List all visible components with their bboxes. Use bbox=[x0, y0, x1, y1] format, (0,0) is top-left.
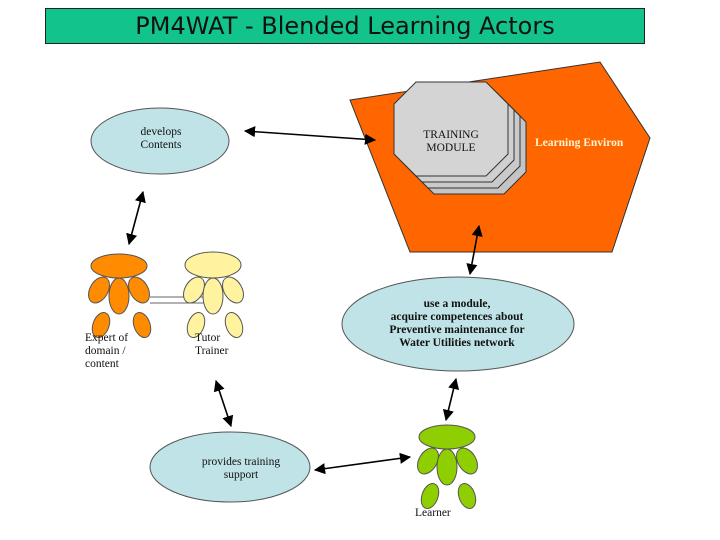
learning-environment-label: Learning Environ bbox=[535, 137, 624, 149]
arrow-develops-to-module bbox=[243, 126, 377, 145]
develops-contents-bubble bbox=[90, 107, 230, 175]
expert-line2: domain / bbox=[85, 345, 126, 357]
tutor-label: Tutor Trainer bbox=[195, 332, 255, 358]
provides-line2: support bbox=[223, 469, 259, 481]
expert-line3: content bbox=[85, 358, 119, 370]
arrow-develops-to-expert bbox=[126, 190, 146, 246]
use-module-label: use a module, acquire competences about … bbox=[364, 298, 550, 350]
provides-support-bubble bbox=[149, 431, 311, 503]
use-module-line3: Preventive maintenance for bbox=[389, 324, 525, 336]
learner-figure-icon bbox=[417, 424, 478, 510]
use-module-line4: Water Utilities network bbox=[399, 337, 515, 349]
tutor-line2: Trainer bbox=[195, 345, 229, 357]
arrow-tutor-to-provides bbox=[213, 379, 234, 428]
arrow-use-to-learner bbox=[442, 377, 460, 422]
arrow-module-to-use bbox=[466, 224, 483, 276]
use-module-line2: acquire competences about bbox=[390, 311, 524, 323]
expert-label: Expert of domain / content bbox=[85, 332, 155, 371]
expert-line1: Expert of bbox=[85, 332, 129, 344]
learner-label: Learner bbox=[415, 507, 451, 519]
training-module-stack bbox=[393, 81, 527, 195]
training-module-shape bbox=[393, 81, 509, 177]
develops-line1: develops bbox=[140, 126, 182, 138]
use-module-line1: use a module, bbox=[423, 298, 491, 310]
training-module-line2: MODULE bbox=[426, 142, 476, 154]
expert-figure-icon bbox=[88, 253, 152, 339]
tutor-line1: Tutor bbox=[195, 332, 221, 344]
arrow-provides-to-learner bbox=[313, 452, 412, 475]
title-bar: PM4WAT - Blended Learning Actors bbox=[45, 8, 645, 44]
page-title: PM4WAT - Blended Learning Actors bbox=[135, 12, 555, 40]
provides-support-label: provides training support bbox=[186, 456, 296, 482]
tutor-figure-icon bbox=[183, 251, 244, 339]
training-module-label: TRAINING MODULE bbox=[406, 129, 496, 155]
develops-contents-label: develops Contents bbox=[115, 126, 207, 152]
provides-line1: provides training bbox=[201, 456, 281, 468]
training-module-line1: TRAINING bbox=[423, 129, 479, 141]
develops-line2: Contents bbox=[140, 139, 182, 151]
use-module-bubble bbox=[341, 276, 575, 372]
